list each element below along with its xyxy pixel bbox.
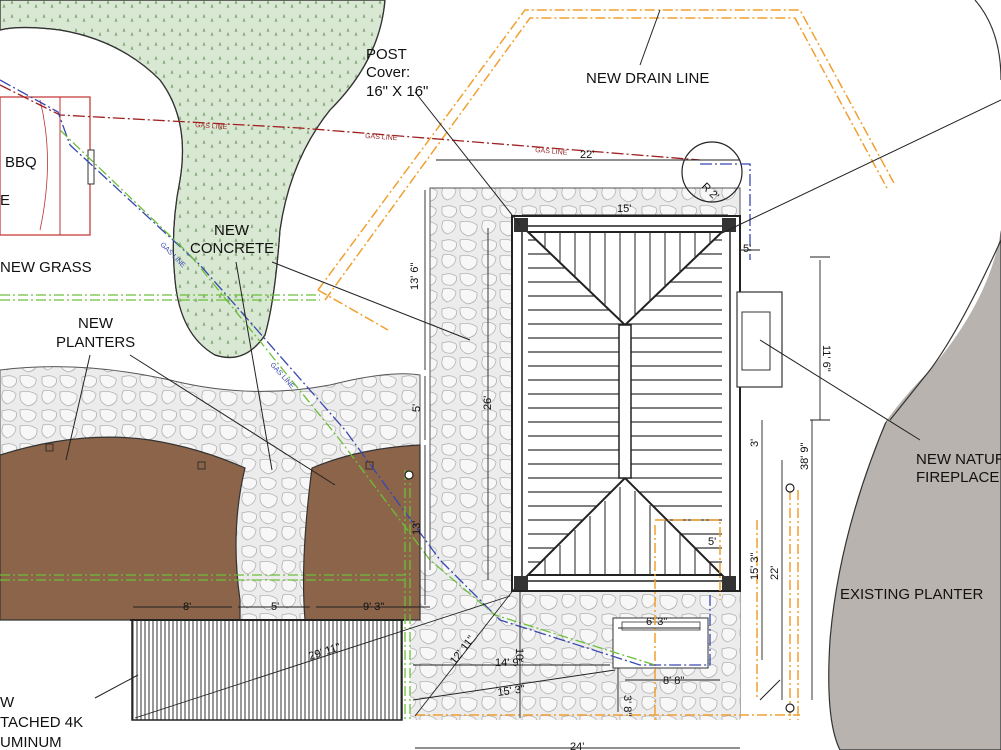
dimension-lines bbox=[133, 159, 830, 749]
bbq-island bbox=[0, 96, 91, 236]
dim-8: 8' bbox=[183, 601, 191, 613]
fireplace bbox=[736, 291, 783, 388]
dim-5b: 5' bbox=[411, 404, 423, 412]
post-cover-label-3: 16" X 16" bbox=[366, 83, 428, 100]
gas-line-label-1: GAS LINE bbox=[195, 122, 228, 131]
fireplace-label-2: FIREPLACE bbox=[916, 469, 999, 486]
water-line bbox=[0, 79, 751, 666]
post-cover-label-1: POST bbox=[366, 46, 407, 63]
attached-aluminum-cover bbox=[131, 619, 403, 721]
bbq-label: BBQ bbox=[5, 154, 37, 171]
new-planter-left bbox=[0, 436, 246, 621]
dim-3: 3' bbox=[749, 439, 761, 447]
post-cover-label-2: Cover: bbox=[366, 64, 410, 81]
dim-10: 10' bbox=[513, 648, 525, 662]
dim-14-9: 14' 9" bbox=[495, 657, 523, 669]
gas-line-label-2: GAS LINE bbox=[365, 133, 398, 142]
dim-13: 13' bbox=[411, 521, 423, 535]
dim-15-3: 15' 3" bbox=[749, 552, 761, 580]
new-concrete-label-2: CONCRETE bbox=[190, 240, 274, 257]
new-planter-right bbox=[302, 444, 421, 621]
dim-5c: 5' bbox=[708, 536, 716, 548]
fireplace-label-1: NEW NATUR bbox=[916, 451, 1001, 468]
existing-planter-label: EXISTING PLANTER bbox=[840, 586, 984, 603]
radius-circle bbox=[681, 141, 743, 203]
pergola bbox=[511, 215, 741, 592]
attached-cover-label-1: W bbox=[0, 694, 15, 711]
new-planters-label-2: PLANTERS bbox=[56, 334, 135, 351]
dim-5d: 5' bbox=[271, 601, 279, 613]
dim-38-9: 38' 9" bbox=[799, 442, 811, 470]
green-line bbox=[0, 129, 656, 720]
drain-line bbox=[317, 9, 896, 720]
leader-lines bbox=[65, 9, 1001, 701]
dim-5a: 5' bbox=[743, 243, 751, 255]
gas-line bbox=[0, 84, 701, 161]
dim-gas-22: 22' bbox=[580, 149, 594, 161]
dim-22b: 22' bbox=[769, 566, 781, 580]
new-planters-label-1: NEW bbox=[78, 315, 114, 332]
dim-15: 15' bbox=[617, 203, 631, 215]
dim-6-3: 6' 3" bbox=[646, 616, 667, 628]
dim-8-8: 8' 8" bbox=[663, 675, 684, 687]
dim-11-6: 11' 6" bbox=[820, 345, 832, 372]
dim-26: 26' bbox=[482, 396, 494, 410]
dim-15-3b: 15' 3" bbox=[497, 683, 526, 699]
new-grass-label: NEW GRASS bbox=[0, 259, 92, 276]
attached-cover-label-3: UMINUM bbox=[0, 734, 62, 750]
dim-24: 24' bbox=[570, 741, 584, 750]
dim-13-6: 13' 6" bbox=[409, 262, 421, 290]
attached-cover-label-2: TACHED 4K bbox=[0, 714, 83, 731]
new-drain-line-label: NEW DRAIN LINE bbox=[586, 70, 709, 87]
new-concrete-label-1: NEW bbox=[214, 222, 250, 239]
dim-9-3: 9' 3" bbox=[363, 601, 384, 613]
gas-line-label-3: GAS LINE bbox=[535, 147, 568, 157]
dim-3-8: 3' 8" bbox=[621, 695, 633, 716]
bbq-e-label: E bbox=[0, 192, 10, 209]
